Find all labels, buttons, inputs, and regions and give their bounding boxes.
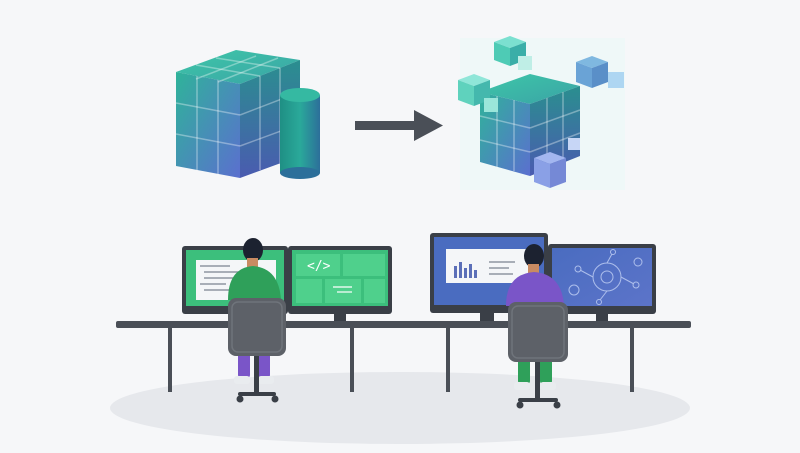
- right-arrow-icon: [355, 110, 443, 141]
- floating-block: [576, 56, 608, 88]
- floating-block: [608, 72, 624, 88]
- floor-shadow: [110, 372, 690, 444]
- office-chair-1: [228, 298, 286, 403]
- floating-block: [534, 152, 566, 188]
- floating-block: [458, 74, 490, 106]
- floating-block: [518, 56, 532, 70]
- microservices-cube-icon: [458, 36, 625, 190]
- code-tag-text: </>: [307, 259, 331, 274]
- floating-block: [484, 98, 498, 112]
- monitor-network-diagram: [548, 244, 656, 321]
- floating-block: [568, 138, 580, 150]
- office-chair-2: [508, 302, 568, 409]
- monitor-code-dashboard: </>: [288, 246, 392, 321]
- database-cylinder-icon: [280, 88, 320, 179]
